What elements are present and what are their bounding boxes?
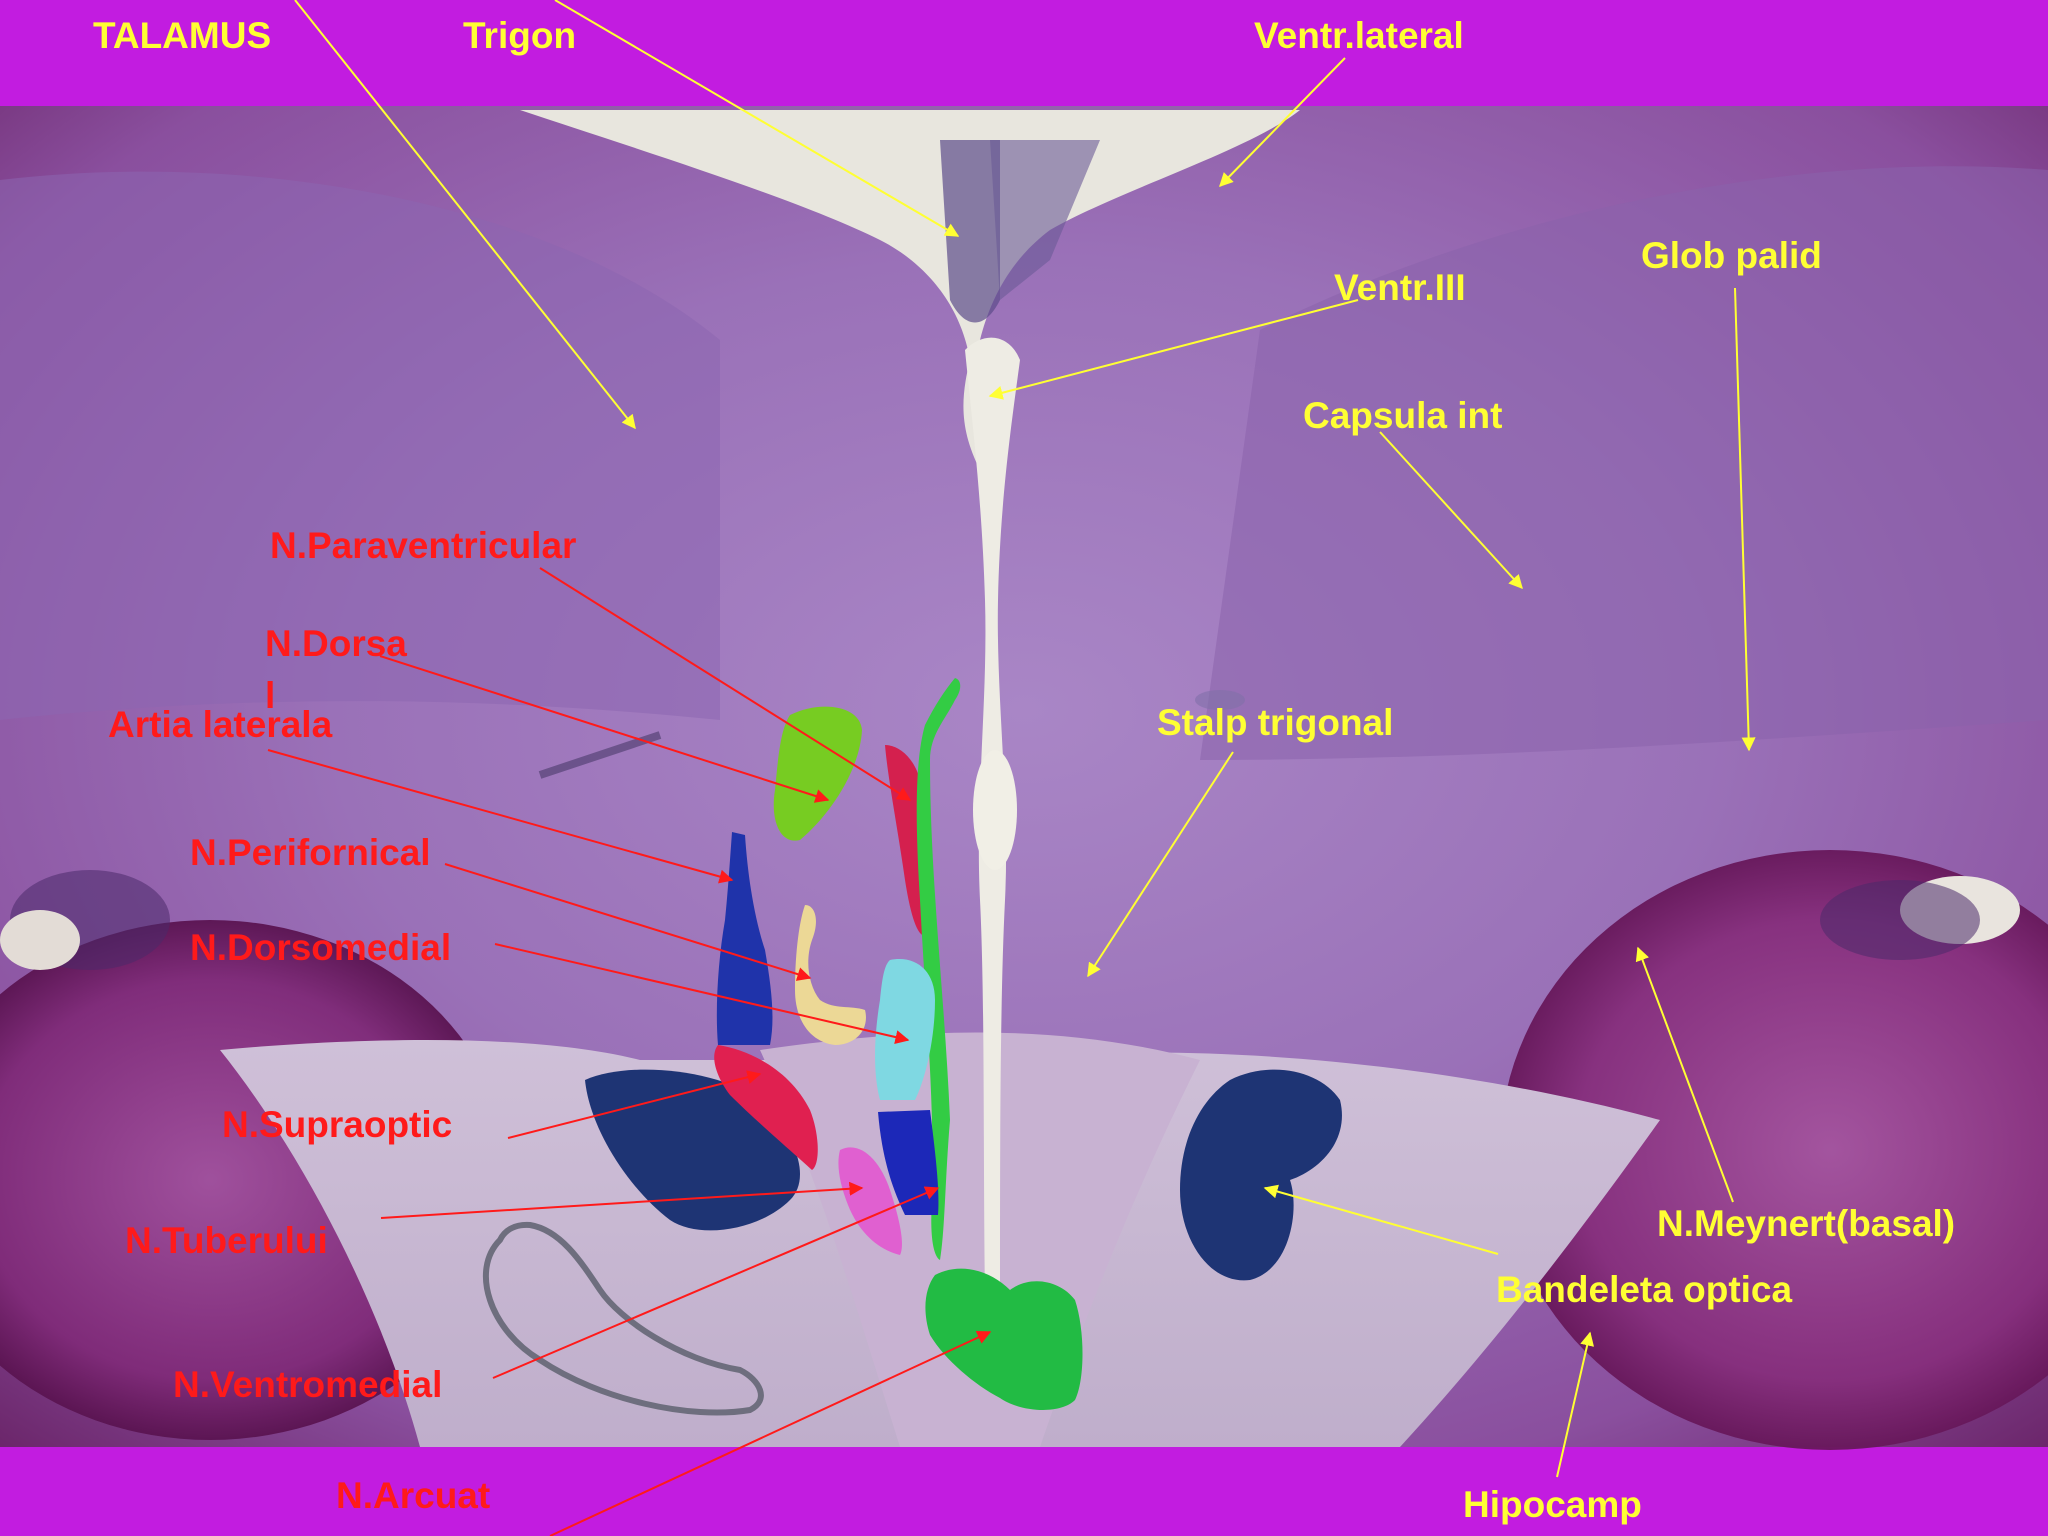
nucleus-perifornical-shape [795, 905, 866, 1045]
nucleus-tuberal-shape [838, 1147, 902, 1255]
label-stalp-trigonal: Stalp trigonal [1157, 702, 1393, 743]
label-n-arcuat: N.Arcuat [336, 1475, 490, 1516]
label-n-ventromedial: N.Ventromedial [173, 1364, 442, 1405]
label-n-supraoptic: N.Supraoptic [222, 1104, 452, 1145]
label-n-paraventricular: N.Paraventricular [270, 525, 576, 566]
label-glob-palid: Glob palid [1641, 235, 1822, 276]
label-ventr-iii: Ventr.III [1334, 267, 1466, 308]
nucleus-dorsomedial-shape [875, 959, 935, 1100]
label-capsula-int: Capsula int [1303, 395, 1502, 436]
nucleus-lateral-area-shape [716, 832, 773, 1045]
nucleus-arcuate-shape [925, 1268, 1083, 1410]
nucleus-supraoptic-shape [714, 1045, 818, 1170]
bottom-band [0, 1447, 2048, 1536]
hypothalamic-nuclei [714, 678, 1083, 1410]
red-leader-lines [267, 567, 992, 1536]
nucleus-dorsal-area-shape [773, 706, 862, 841]
label-bandeleta-optica: Bandeleta optica [1496, 1269, 1792, 1310]
nucleus-ventromedial-shape [878, 1110, 939, 1215]
label-n-dorsal-line1: N.Dorsa [265, 623, 407, 664]
yellow-leader-lines [294, 0, 1756, 1478]
label-hipocamp: Hipocamp [1463, 1484, 1642, 1525]
fornix-column-shape [916, 678, 961, 1260]
label-n-tuberului: N.Tuberului [125, 1220, 328, 1261]
label-ventr-lateral: Ventr.lateral [1254, 15, 1464, 56]
label-n-dorsomedial: N.Dorsomedial [190, 927, 451, 968]
label-n-perifornical: N.Perifornical [190, 832, 431, 873]
top-band [0, 0, 2048, 106]
label-n-dorsal-line2: l [265, 675, 275, 716]
label-talamus: TALAMUS [93, 15, 271, 56]
label-trigon: Trigon [463, 15, 576, 56]
label-artia-laterala: Artia laterala [108, 704, 333, 745]
label-n-meynert: N.Meynert(basal) [1657, 1203, 1955, 1244]
